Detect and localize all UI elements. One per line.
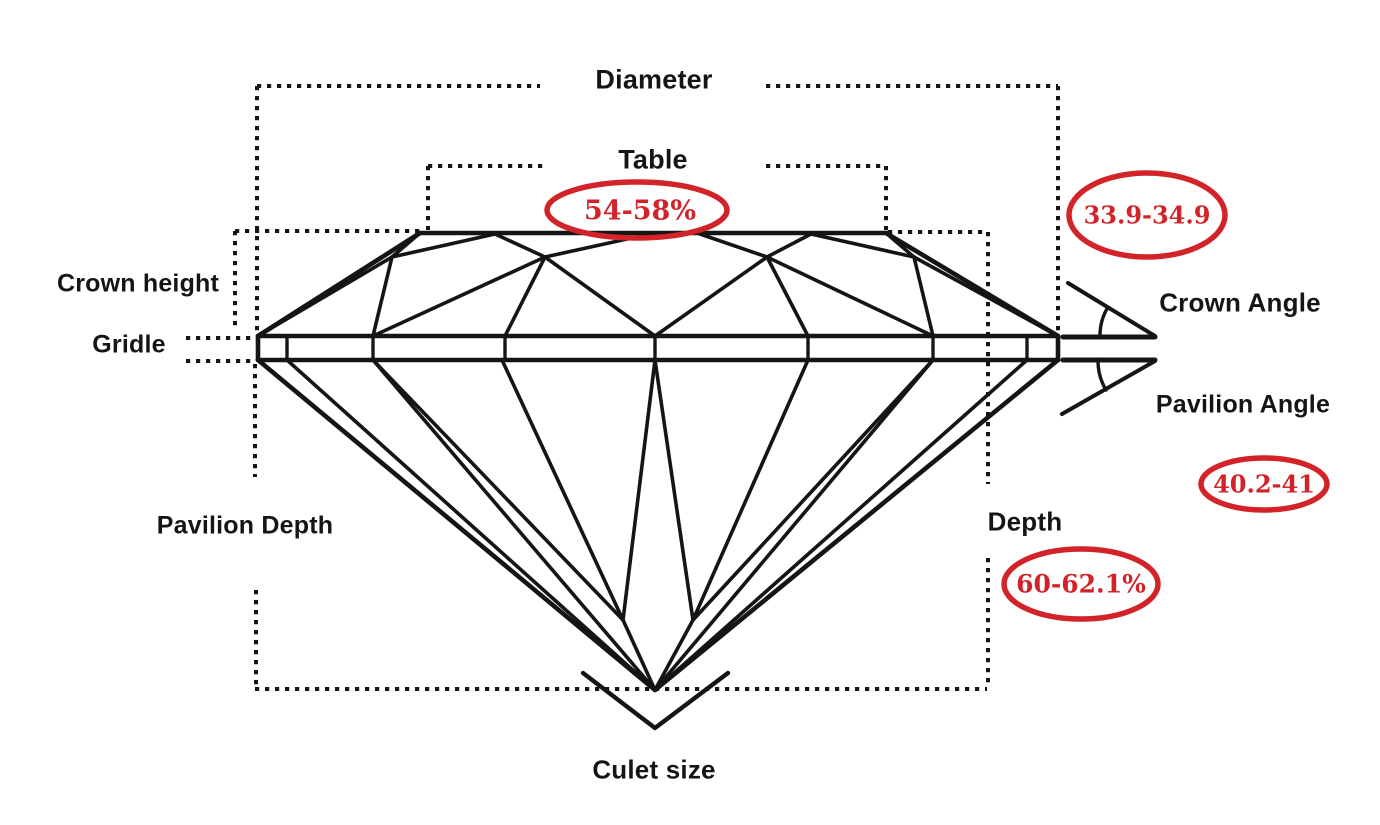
culet-size-chevron [580,670,731,731]
diamond-outline [255,230,1061,693]
label-depth: Depth [987,506,1063,537]
label-crown-angle: Crown Angle [1159,287,1321,318]
pavilion-angle-ellipse [1198,455,1330,513]
crown-angle-arm [1066,281,1157,338]
measurement-bracket-lines [186,84,1060,691]
label-table: Table [618,144,688,175]
pavilion-facet-lines [285,358,1029,692]
label-pavilion-depth: Pavilion Depth [156,511,334,540]
crown-angle-arc [1098,305,1110,338]
pavilion-angle-arm [1060,359,1157,416]
annotation-ellipses [544,170,1330,622]
value-pavilion-angle: 40.2-41 [1213,469,1315,499]
angle-indicator [1060,281,1158,416]
label-crown-height: Crown height [56,269,220,298]
value-depth: 60-62.1% [1016,569,1146,599]
label-gridle: Gridle [92,330,166,359]
label-culet-size: Culet size [592,754,716,785]
crown-facet-lines [256,231,1060,338]
label-diameter: Diameter [595,64,713,95]
label-pavilion-angle: Pavilion Angle [1155,390,1331,419]
girdle-facet-dividers [285,336,1029,360]
table-size-ellipse [544,179,730,241]
pavilion-slope-right [652,357,1061,693]
depth-ellipse [1001,546,1161,622]
value-table-size: 54-58% [583,195,697,227]
pavilion-slope-left [255,357,658,693]
pavilion-angle-arc [1096,359,1108,392]
crown-angle-ellipse [1066,170,1228,260]
value-crown-angle: 33.9-34.9 [1083,200,1211,230]
